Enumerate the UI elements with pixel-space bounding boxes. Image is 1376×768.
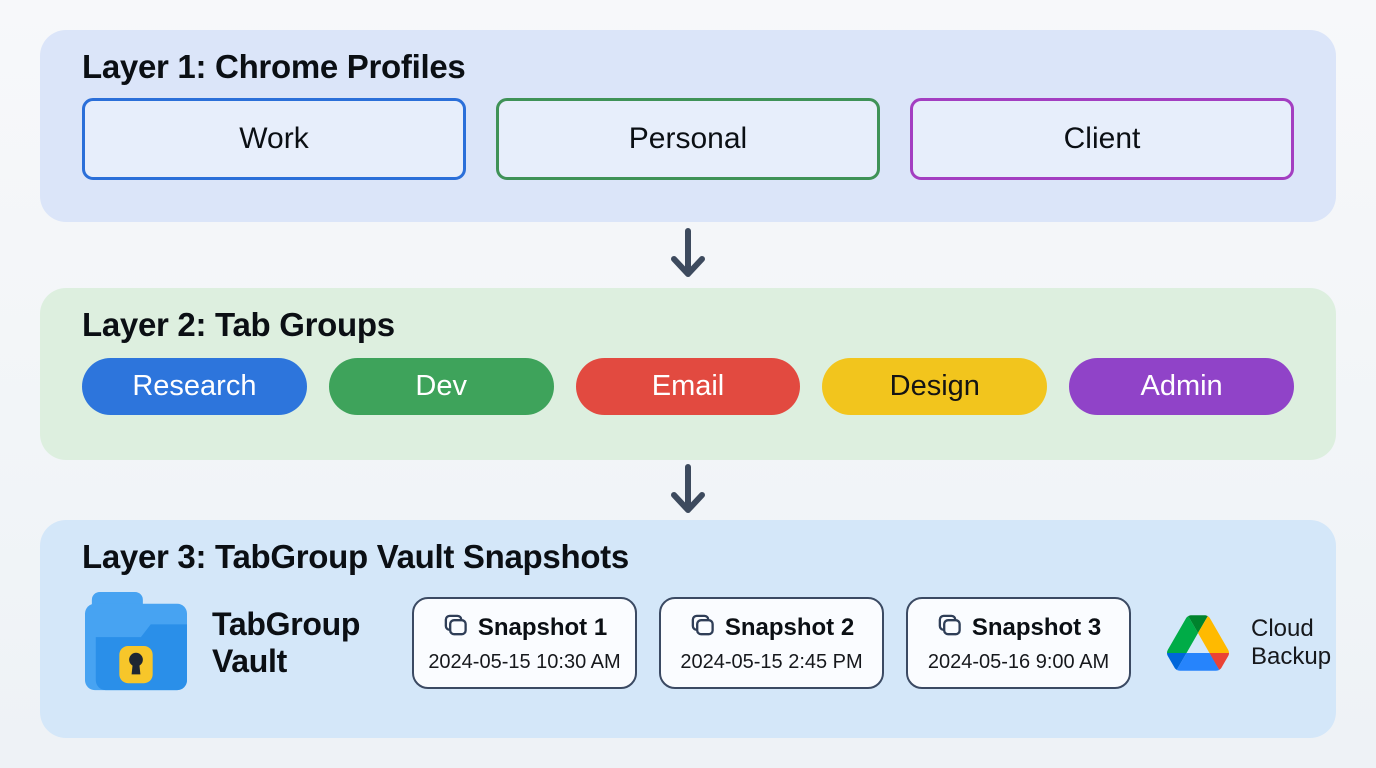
snapshot-card-3: Snapshot 3 2024-05-16 9:00 AM — [906, 596, 1131, 689]
profiles-row: Work Personal Client — [82, 97, 1294, 180]
layer3-panel: Layer 3: TabGroup Vault Snapshots TabGro… — [40, 520, 1336, 738]
profile-box-client: Client — [910, 97, 1294, 180]
profile-label: Work — [239, 121, 309, 155]
tab-group-label: Email — [651, 369, 725, 402]
tab-groups-row: Research Dev Email Design Admin — [82, 357, 1294, 415]
snapshot-label: Snapshot 1 — [477, 613, 608, 641]
tab-group-email: Email — [575, 357, 801, 415]
profile-box-personal: Personal — [496, 97, 880, 180]
stacked-tabs-icon — [442, 612, 469, 644]
snapshot-label: Snapshot 2 — [724, 613, 855, 641]
tab-group-label: Design — [889, 369, 980, 402]
layer1-title: Layer 1: Chrome Profiles — [82, 48, 466, 85]
layer1-panel: Layer 1: Chrome Profiles Work Personal C… — [40, 30, 1336, 222]
stacked-tabs-icon — [936, 612, 963, 644]
tab-group-dev: Dev — [328, 357, 554, 415]
down-arrow-icon — [662, 226, 714, 282]
vault-row: TabGroup Vault Snapshot 1 2024-05-15 10:… — [82, 591, 1331, 694]
google-drive-icon — [1167, 615, 1229, 671]
tab-group-research: Research — [82, 357, 307, 415]
profile-label: Personal — [628, 121, 748, 155]
snapshot-card-1: Snapshot 1 2024-05-15 10:30 AM — [412, 596, 637, 689]
tab-group-label: Research — [132, 369, 257, 402]
tab-group-design: Design — [822, 357, 1048, 415]
down-arrow-icon — [662, 462, 714, 518]
layer3-title: Layer 3: TabGroup Vault Snapshots — [82, 538, 629, 575]
vault-name: TabGroup Vault — [212, 606, 361, 679]
profile-box-work: Work — [82, 97, 466, 180]
snapshot-card-2: Snapshot 2 2024-05-15 2:45 PM — [659, 596, 884, 689]
snapshot-timestamp: 2024-05-15 2:45 PM — [680, 650, 863, 673]
profile-label: Client — [1063, 121, 1141, 155]
tab-group-admin: Admin — [1069, 357, 1294, 415]
stacked-tabs-icon — [689, 612, 716, 644]
tab-group-label: Admin — [1140, 369, 1223, 402]
snapshot-timestamp: 2024-05-15 10:30 AM — [428, 650, 621, 673]
snapshot-label: Snapshot 3 — [971, 613, 1102, 641]
cloud-backup-label: Cloud Backup — [1251, 614, 1332, 670]
layer2-title: Layer 2: Tab Groups — [82, 306, 395, 343]
tab-group-label: Dev — [415, 369, 467, 402]
locked-folder-icon — [82, 591, 190, 694]
layer2-panel: Layer 2: Tab Groups Research Dev Email D… — [40, 288, 1336, 460]
snapshot-timestamp: 2024-05-16 9:00 AM — [927, 650, 1110, 673]
